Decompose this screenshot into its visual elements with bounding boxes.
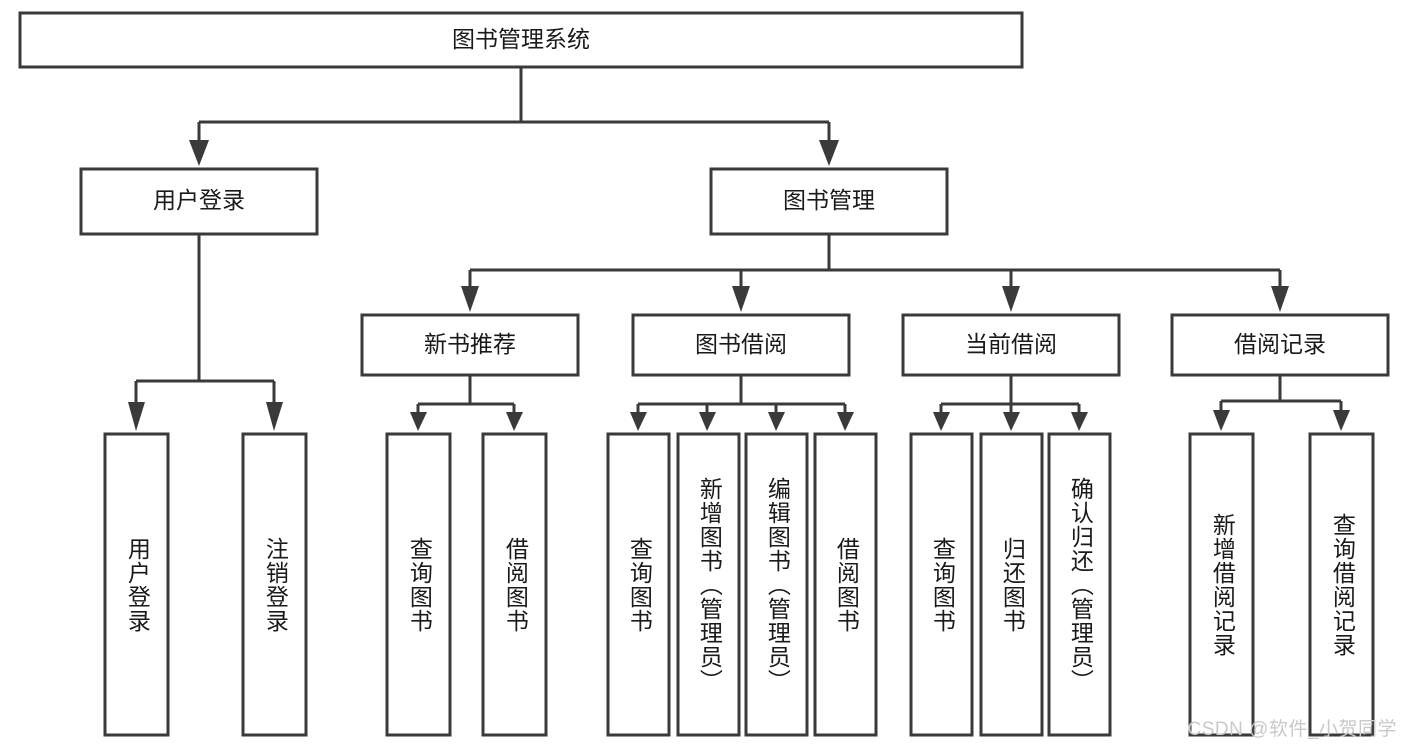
node-borrow-record[interactable]: 借阅记录 bbox=[1170, 313, 1390, 377]
arrowhead-leaf-confirm-return bbox=[1071, 412, 1088, 431]
leaf-edit-book-admin-label: 编辑图书（管理员） bbox=[764, 476, 791, 693]
leaf-return-book-label: 归还图书 bbox=[999, 536, 1026, 633]
leaf-confirm-return-admin[interactable]: 确认归还（管理员） bbox=[1047, 432, 1112, 737]
leaf-query-book-current-box[interactable] bbox=[909, 432, 974, 737]
leaf-return-book-box[interactable] bbox=[979, 432, 1044, 737]
leaf-query-book-current-label: 查询图书 bbox=[929, 536, 956, 633]
node-current-borrow-box[interactable] bbox=[901, 313, 1121, 377]
arrowhead-leaf-query-record bbox=[1333, 410, 1350, 431]
leaf-add-book-admin-label: 新增图书（管理员） bbox=[696, 476, 723, 693]
node-current-borrow-label: 当前借阅 bbox=[965, 331, 1057, 357]
arrowhead-leaf-return-book bbox=[1003, 412, 1020, 431]
leaf-borrow-book-borrow-label: 借阅图书 bbox=[833, 536, 860, 633]
node-current-borrow[interactable]: 当前借阅 bbox=[901, 313, 1121, 377]
arrowhead-leaf-query-book-1 bbox=[410, 412, 427, 431]
leaf-query-borrow-record-box[interactable] bbox=[1308, 432, 1375, 737]
node-new-book-recommend[interactable]: 新书推荐 bbox=[360, 313, 580, 377]
node-root-system-label: 图书管理系统 bbox=[452, 26, 590, 52]
leaf-borrow-book-newbook-box[interactable] bbox=[481, 432, 548, 737]
leaf-add-book-admin-box[interactable] bbox=[676, 432, 741, 737]
leaf-query-book-current[interactable]: 查询图书 bbox=[909, 432, 974, 737]
arrowhead-current-borrow bbox=[1002, 286, 1020, 312]
node-root-system-box[interactable] bbox=[18, 11, 1024, 69]
arrowhead-leaf-borrow-book-2 bbox=[837, 412, 854, 431]
leaf-user-login[interactable]: 用户登录 bbox=[103, 432, 170, 737]
leaf-query-borrow-record[interactable]: 查询借阅记录 bbox=[1308, 432, 1375, 737]
node-book-borrow-label: 图书借阅 bbox=[695, 331, 787, 357]
node-book-borrow-box[interactable] bbox=[631, 313, 851, 377]
node-borrow-record-box[interactable] bbox=[1170, 313, 1390, 377]
leaf-query-book-borrow-label: 查询图书 bbox=[626, 536, 653, 633]
leaf-user-login-box[interactable] bbox=[103, 432, 170, 737]
leaf-add-borrow-record[interactable]: 新增借阅记录 bbox=[1188, 432, 1255, 737]
arrowhead-user-login bbox=[189, 140, 209, 166]
leaf-return-book[interactable]: 归还图书 bbox=[979, 432, 1044, 737]
arrowhead-new-book-rec bbox=[461, 286, 479, 312]
leaf-add-borrow-record-box[interactable] bbox=[1188, 432, 1255, 737]
arrowhead-leaf-logout bbox=[266, 402, 283, 431]
node-user-login-box[interactable] bbox=[79, 167, 319, 236]
arrowhead-leaf-user-login bbox=[128, 402, 145, 431]
node-borrow-record-label: 借阅记录 bbox=[1234, 331, 1326, 357]
arrowhead-leaf-edit-book bbox=[768, 412, 785, 431]
leaf-query-book-borrow[interactable]: 查询图书 bbox=[606, 432, 671, 737]
leaf-borrow-book-newbook[interactable]: 借阅图书 bbox=[481, 432, 548, 737]
node-book-borrow[interactable]: 图书借阅 bbox=[631, 313, 851, 377]
arrowhead-book-borrow bbox=[732, 286, 750, 312]
leaf-query-book-newbook-box[interactable] bbox=[385, 432, 452, 737]
leaf-query-book-borrow-box[interactable] bbox=[606, 432, 671, 737]
connector-layer bbox=[128, 67, 1350, 431]
leaf-edit-book-admin[interactable]: 编辑图书（管理员） bbox=[744, 432, 809, 737]
leaf-edit-book-admin-box[interactable] bbox=[744, 432, 809, 737]
node-book-management-box[interactable] bbox=[709, 167, 949, 236]
leaf-user-login-label: 用户登录 bbox=[124, 536, 151, 633]
node-book-management[interactable]: 图书管理 bbox=[709, 167, 949, 236]
arrowhead-book-manage bbox=[819, 140, 839, 166]
leaf-query-book-newbook-label: 查询图书 bbox=[406, 536, 433, 633]
leaf-query-book-newbook[interactable]: 查询图书 bbox=[385, 432, 452, 737]
node-new-book-recommend-box[interactable] bbox=[360, 313, 580, 377]
leaf-logout[interactable]: 注销登录 bbox=[241, 432, 308, 737]
arrowhead-leaf-query-book-2 bbox=[630, 412, 647, 431]
arrowhead-leaf-borrow-book-1 bbox=[506, 412, 523, 431]
arrowhead-leaf-add-book bbox=[699, 412, 716, 431]
arrowhead-borrow-record bbox=[1271, 286, 1289, 312]
node-new-book-recommend-label: 新书推荐 bbox=[424, 331, 516, 357]
leaf-logout-label: 注销登录 bbox=[262, 536, 289, 633]
leaf-confirm-return-admin-box[interactable] bbox=[1047, 432, 1112, 737]
arrowhead-leaf-query-book-3 bbox=[933, 412, 950, 431]
node-user-login[interactable]: 用户登录 bbox=[79, 167, 319, 236]
node-user-login-label: 用户登录 bbox=[153, 187, 245, 213]
leaf-logout-box[interactable] bbox=[241, 432, 308, 737]
leaf-borrow-book-borrow[interactable]: 借阅图书 bbox=[813, 432, 878, 737]
leaf-borrow-book-borrow-box[interactable] bbox=[813, 432, 878, 737]
leaf-add-book-admin[interactable]: 新增图书（管理员） bbox=[676, 432, 741, 737]
leaf-confirm-return-admin-label: 确认归还（管理员） bbox=[1067, 476, 1094, 693]
node-book-management-label: 图书管理 bbox=[783, 187, 875, 213]
leaf-add-borrow-record-label: 新增借阅记录 bbox=[1209, 512, 1236, 657]
arrowhead-leaf-add-record bbox=[1213, 410, 1230, 431]
leaf-borrow-book-newbook-label: 借阅图书 bbox=[502, 536, 529, 633]
node-root-system[interactable]: 图书管理系统 bbox=[18, 11, 1024, 69]
leaf-query-borrow-record-label: 查询借阅记录 bbox=[1329, 512, 1356, 657]
